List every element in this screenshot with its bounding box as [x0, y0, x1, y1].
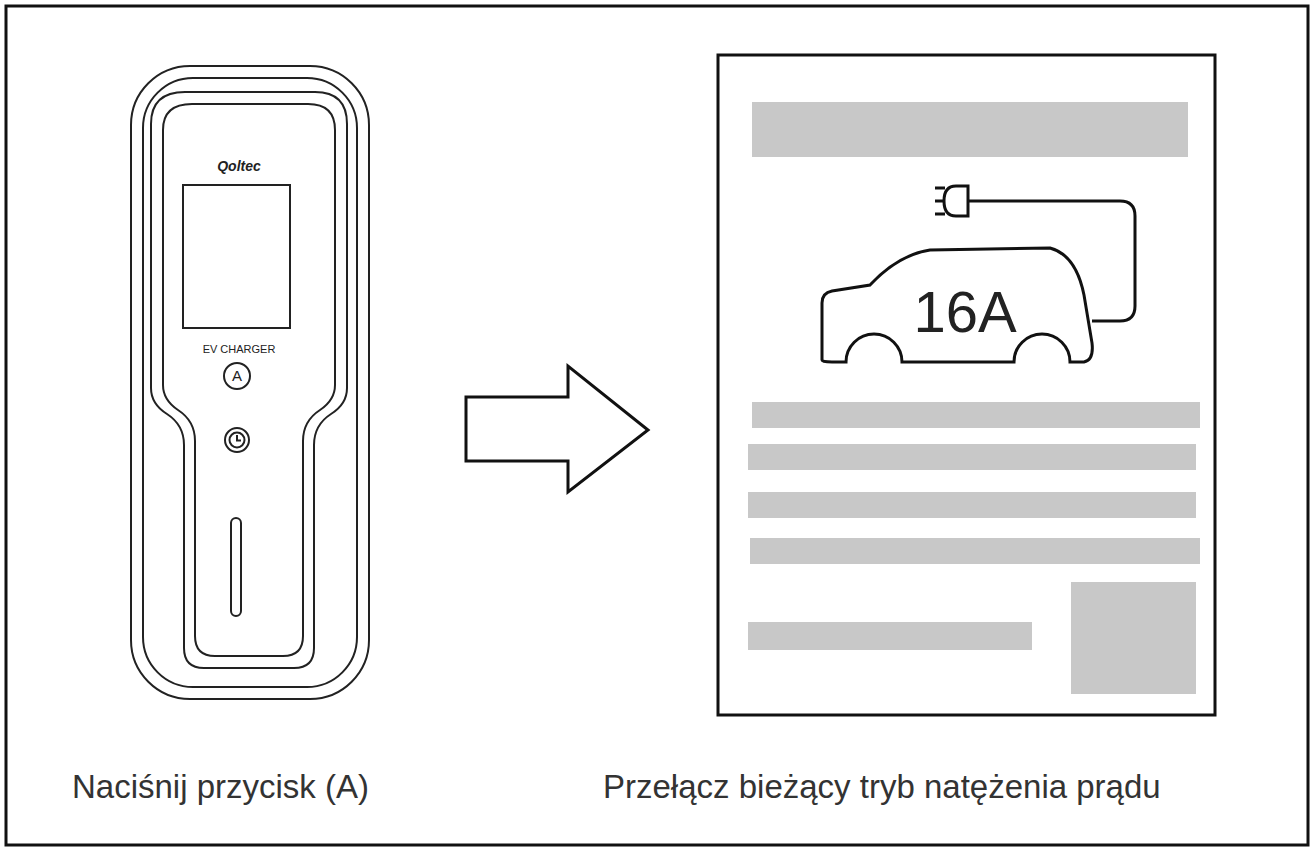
button-letter: A — [232, 368, 242, 383]
clock-face — [230, 433, 245, 448]
device-label: EV CHARGER — [203, 344, 276, 355]
text-bar — [748, 622, 1032, 650]
text-bar — [748, 444, 1196, 470]
car-shape: 16A — [818, 243, 1098, 383]
front-panel — [151, 92, 347, 668]
header-bar — [752, 102, 1188, 157]
text-bar — [748, 492, 1196, 518]
placeholder-bars — [748, 102, 1200, 694]
brand-logo: Qoltec — [217, 159, 261, 173]
image-block — [1071, 582, 1196, 694]
charger-outlines — [143, 78, 357, 687]
arrow — [466, 366, 648, 492]
frame — [6, 6, 1308, 845]
inner-panel — [163, 104, 335, 656]
screen — [183, 185, 290, 328]
indicator-slot — [231, 518, 241, 616]
car-body — [822, 248, 1092, 362]
caption: Przełącz bieżący tryb natężenia prądu — [603, 768, 1161, 806]
text-bar — [752, 402, 1200, 428]
mode-button: A — [223, 362, 251, 390]
caption: Naciśnij przycisk (A) — [72, 768, 369, 806]
charger-housing: Qoltec EV CHARGER A — [130, 65, 370, 700]
text-bar — [750, 538, 1200, 564]
clock-hands — [237, 435, 241, 441]
timer-button — [225, 428, 249, 452]
display-screen — [718, 55, 1215, 715]
plug — [944, 186, 968, 216]
current-value: 16A — [913, 283, 1016, 341]
housing-rim — [143, 78, 357, 687]
